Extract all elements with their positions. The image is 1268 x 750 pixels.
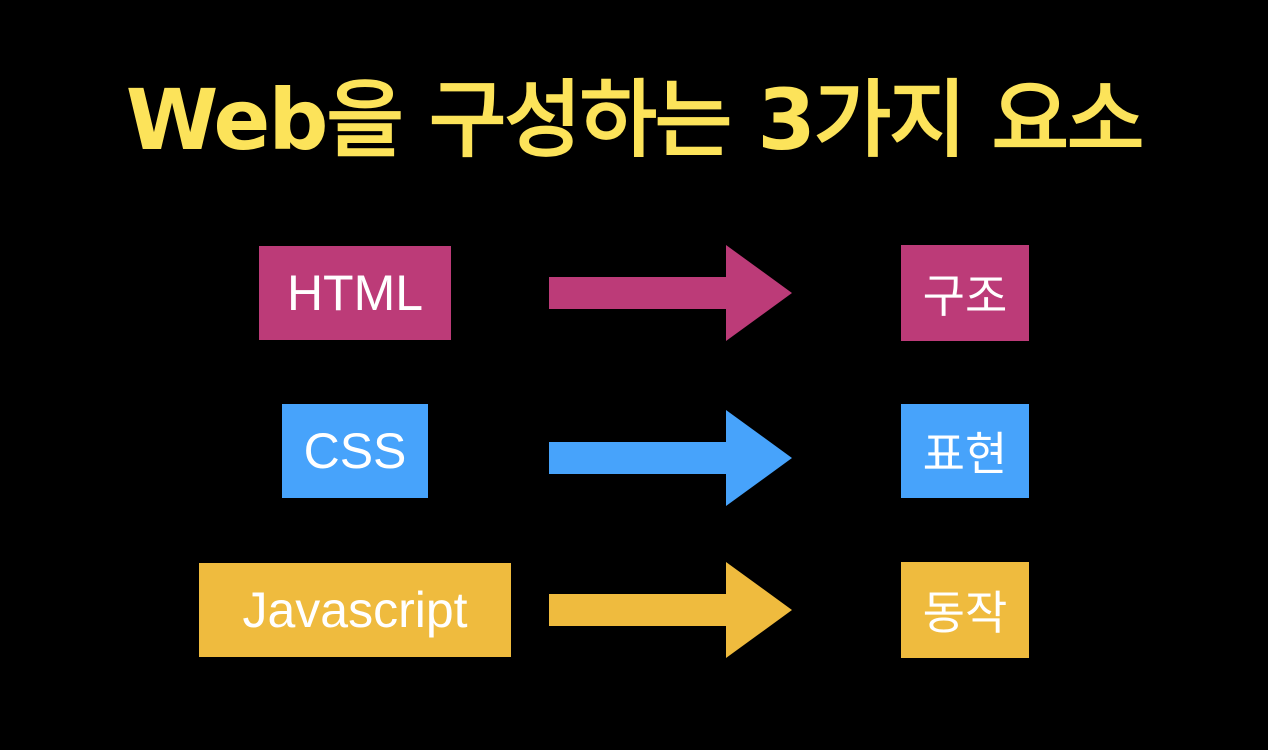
role-label-presentation: 표현 (922, 427, 1008, 481)
role-box-behavior: 동작 (901, 562, 1029, 658)
tech-label-html: HTML (286, 265, 424, 321)
row-html: HTML 구조 (0, 245, 1268, 345)
row-css: CSS 표현 (0, 404, 1268, 506)
row-javascript: Javascript 동작 (0, 562, 1268, 662)
tech-label-css: CSS (303, 423, 407, 479)
arrow-shape-javascript (549, 562, 792, 658)
tech-box-javascript: Javascript (199, 563, 511, 657)
arrow-right-icon (549, 245, 792, 341)
role-box-presentation: 표현 (901, 404, 1029, 498)
role-label-behavior: 동작 (922, 586, 1008, 640)
tech-box-css: CSS (282, 404, 428, 498)
role-box-structure: 구조 (901, 245, 1029, 341)
arrow-right-icon (549, 562, 792, 658)
role-label-structure: 구조 (922, 269, 1008, 323)
page-title: Web을 구성하는 3가지 요소 (125, 71, 1144, 169)
tech-box-html: HTML (259, 246, 451, 340)
arrow-shape-css (549, 410, 792, 506)
tech-label-javascript: Javascript (242, 582, 468, 638)
arrow-right-icon (549, 410, 792, 506)
arrow-shape-html (549, 245, 792, 341)
